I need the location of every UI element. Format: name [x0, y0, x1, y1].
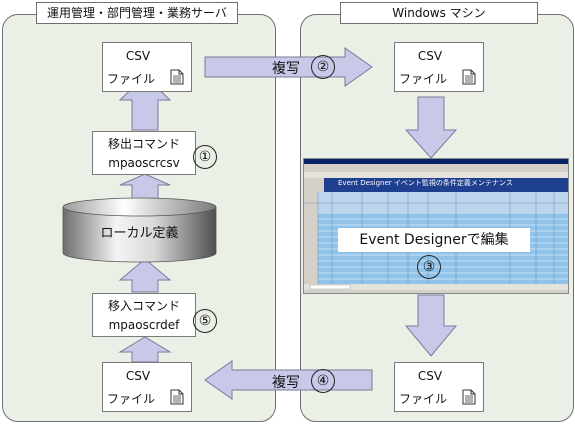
database-cylinder-icon — [62, 197, 217, 263]
csv-file-windows-top: CSV ファイル — [394, 42, 484, 92]
step-1-badge: ① — [193, 145, 217, 169]
csv-label: CSV — [417, 369, 443, 383]
file-label: ファイル — [399, 72, 448, 86]
csv-file-windows-bottom: CSV ファイル — [394, 362, 484, 412]
csv-label: CSV — [417, 49, 443, 63]
csv-file-server-top: CSV ファイル — [102, 42, 192, 92]
up-arrow-export — [119, 173, 171, 200]
event-designer-edit-label: Event Designerで編集 — [338, 228, 530, 252]
file-label: ファイル — [399, 392, 448, 406]
import-command-name: mpaoscrdef — [108, 318, 180, 332]
up-arrow-import — [118, 336, 172, 363]
csv-label: CSV — [125, 49, 151, 63]
document-icon — [170, 69, 184, 85]
spreadsheet-banner-title: Event Designer イベント監視の条件定義メンテナンス — [338, 179, 513, 187]
file-label: ファイル — [107, 72, 156, 86]
export-command-label: 移出コマンド — [107, 137, 180, 151]
up-arrow-local — [118, 258, 172, 293]
export-command-name: mpaoscrcsv — [108, 156, 180, 170]
csv-label: CSV — [125, 369, 151, 383]
copy-label-top: 複写 — [272, 61, 300, 77]
step-4-badge: ④ — [311, 369, 335, 393]
step-2-badge: ② — [311, 55, 335, 79]
export-command-box: 移出コマンド mpaoscrcsv — [92, 131, 196, 175]
copy-label-bottom: 複写 — [272, 375, 300, 391]
csv-file-server-bottom: CSV ファイル — [102, 362, 192, 412]
document-icon — [462, 69, 476, 85]
down-arrow-csv — [404, 294, 458, 357]
document-icon — [462, 389, 476, 405]
step-3-badge: ③ — [417, 255, 441, 279]
step-5-badge: ⑤ — [193, 309, 217, 333]
import-command-label: 移入コマンド — [107, 299, 180, 313]
document-icon — [170, 389, 184, 405]
down-arrow-editor — [404, 96, 458, 159]
server-panel-title: 運用管理・部門管理・業務サーバ — [36, 2, 238, 24]
file-label: ファイル — [107, 392, 156, 406]
import-command-box: 移入コマンド mpaoscrdef — [92, 293, 196, 337]
local-definition-label: ローカル定義 — [100, 226, 179, 241]
windows-panel-title: Windows マシン — [340, 2, 538, 24]
